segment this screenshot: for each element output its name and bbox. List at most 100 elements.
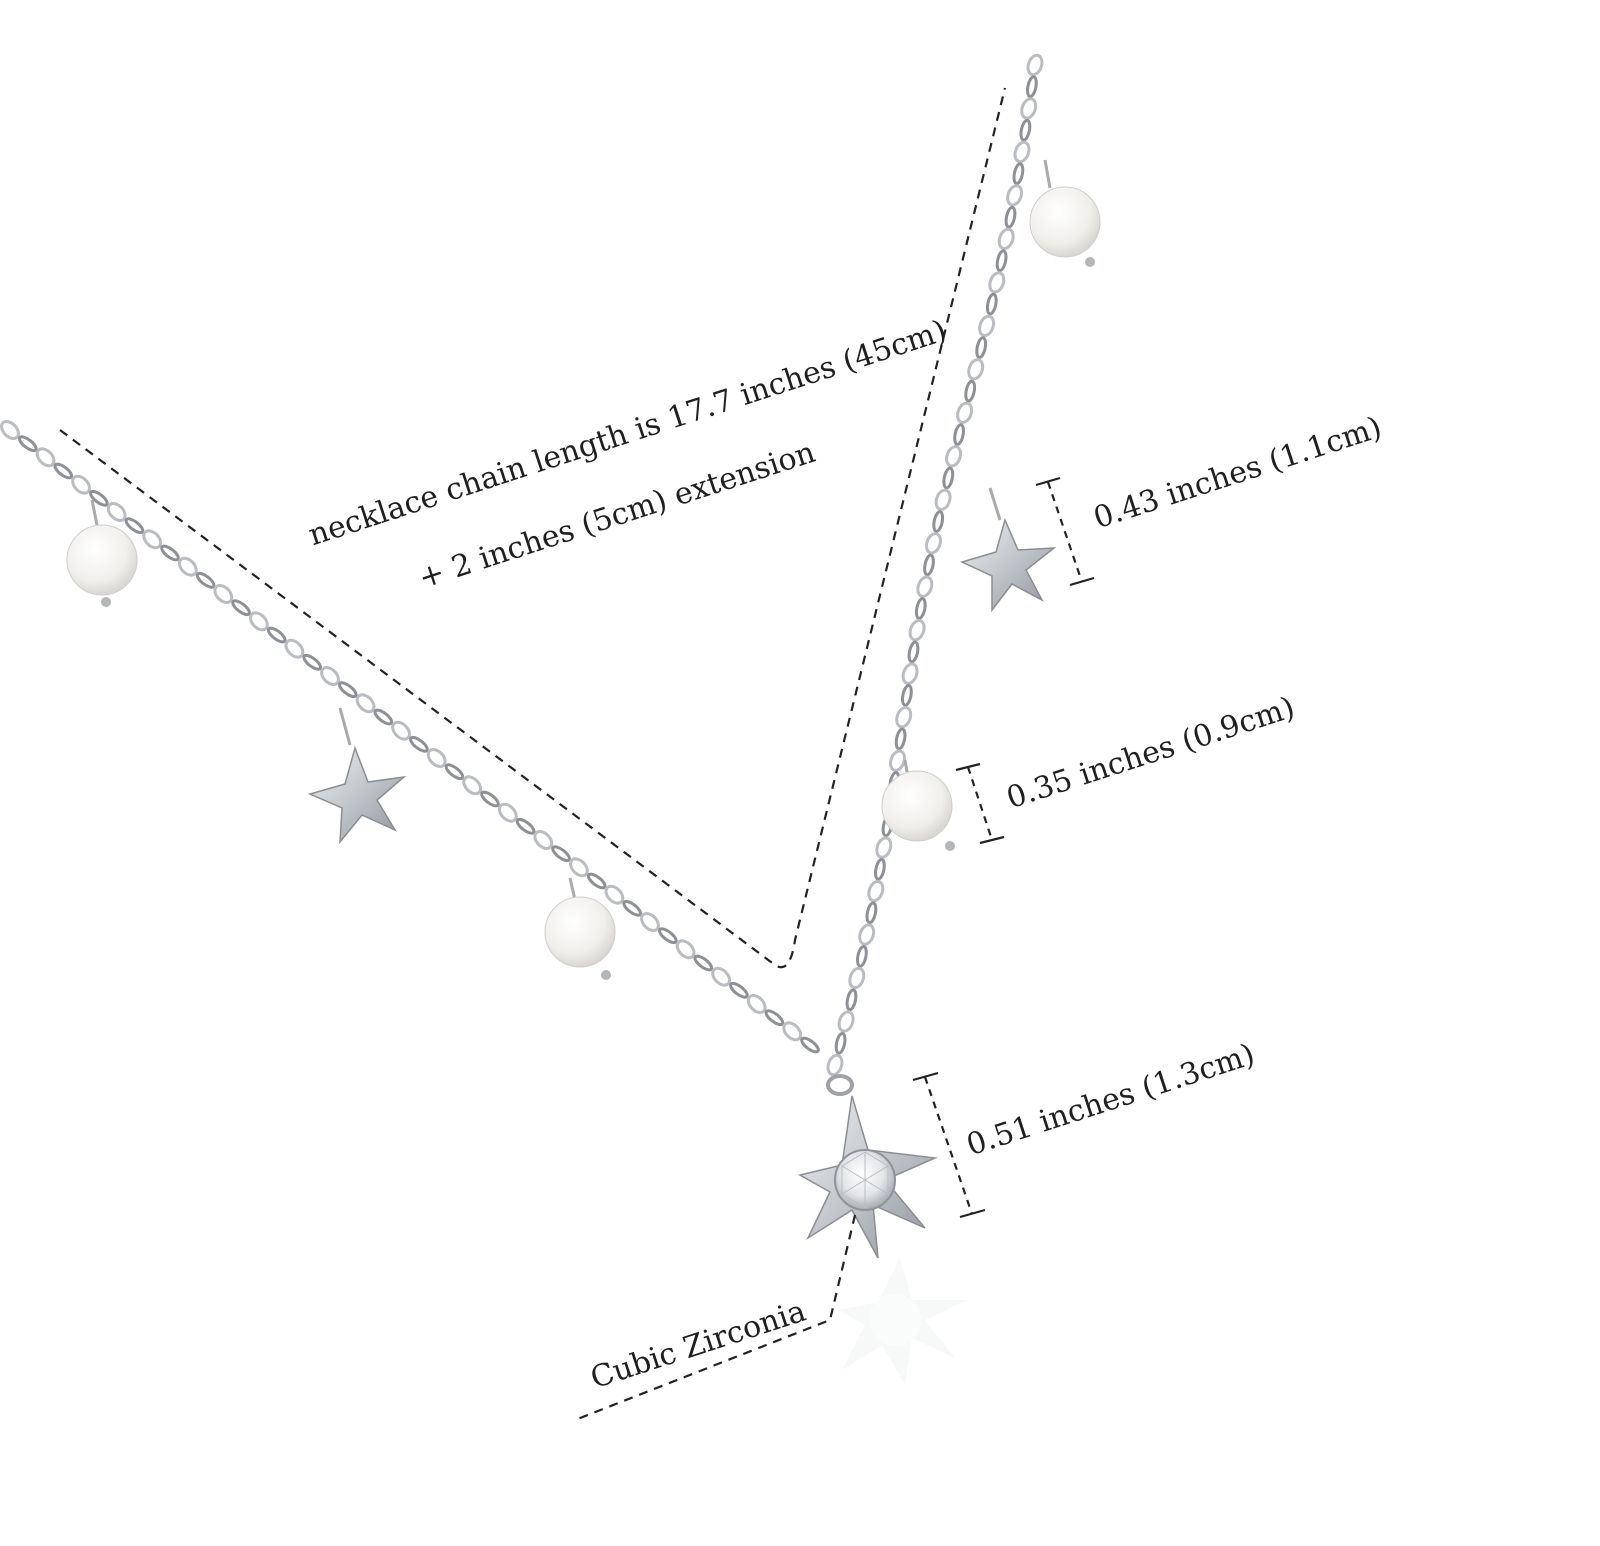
chain-link <box>932 510 945 533</box>
chain-link <box>907 640 920 664</box>
pearl-charm-right-lower <box>881 759 955 851</box>
chain-link <box>284 638 305 659</box>
chain-link <box>889 749 906 772</box>
chain-link <box>1012 162 1025 186</box>
chain-link <box>925 532 942 555</box>
chain-link <box>302 653 322 671</box>
chain-link <box>967 358 985 381</box>
chain-link <box>729 981 749 999</box>
chain-link <box>1020 97 1038 120</box>
chain-link <box>834 1031 847 1055</box>
chain-link <box>426 748 447 768</box>
chain-link <box>213 584 234 604</box>
chain-link <box>845 988 858 1012</box>
chain-link <box>975 336 988 359</box>
chain-link <box>942 466 955 490</box>
chain-link <box>569 857 589 878</box>
chain-link <box>1019 118 1032 142</box>
chain-link <box>901 662 919 685</box>
pendant-size-bracket <box>912 1071 986 1219</box>
chain-link <box>373 708 394 726</box>
chain-link <box>901 684 913 707</box>
chain-link <box>586 872 607 890</box>
chain-link <box>480 790 500 808</box>
chain-link <box>746 994 767 1014</box>
chain-link <box>800 1036 820 1054</box>
chain-link <box>1013 140 1031 164</box>
chain-link <box>865 901 878 925</box>
chain-link <box>711 966 731 987</box>
chain-link <box>35 447 56 468</box>
chain-link <box>0 420 20 440</box>
chain-link <box>895 706 913 729</box>
chain-link <box>923 553 935 577</box>
chain-link <box>89 489 109 507</box>
chain-link <box>249 611 269 632</box>
chain-link <box>782 1021 803 1042</box>
chain-link <box>1004 205 1017 229</box>
chain-link <box>675 939 696 960</box>
chain-link <box>874 857 886 881</box>
chain-link <box>551 845 571 863</box>
chain-link <box>916 575 934 598</box>
pearl-charm-middle <box>544 877 616 980</box>
star-charm-right <box>959 487 1057 613</box>
chain-link <box>995 249 1008 273</box>
chain-link <box>515 817 536 835</box>
chain-link <box>18 435 38 453</box>
chain-link <box>320 666 340 686</box>
chain-link <box>894 727 907 751</box>
chain-link <box>622 899 642 917</box>
chain-link <box>837 1010 855 1033</box>
pearl-size-bracket <box>955 762 1005 845</box>
pearl-charm-left <box>66 499 138 607</box>
chain-link <box>640 912 660 932</box>
necklace-chain <box>0 53 1044 1077</box>
chain-link <box>693 954 714 972</box>
chain-link <box>945 445 963 468</box>
chain-link <box>71 474 91 495</box>
chain-link <box>355 693 376 714</box>
chain-link <box>497 802 518 823</box>
chain-link <box>964 379 977 403</box>
chain-link <box>914 597 927 620</box>
chain-link <box>266 626 287 644</box>
chain-link <box>1026 75 1038 99</box>
cubic-zirconia-leader <box>574 1214 857 1422</box>
chain-link <box>764 1009 785 1027</box>
chain-link <box>1006 184 1024 207</box>
chain-link <box>231 599 251 617</box>
chain-link <box>604 884 625 905</box>
chain-link <box>658 927 678 945</box>
chain-link <box>195 571 216 589</box>
starburst-pendant <box>797 1074 968 1385</box>
chain-length-guide <box>59 87 1007 969</box>
chain-link <box>142 529 163 550</box>
chain-link <box>409 735 429 753</box>
chain-link <box>533 830 554 850</box>
chain-link <box>1026 53 1044 77</box>
chain-link <box>177 556 198 577</box>
chain-link <box>978 314 996 338</box>
chain-link <box>462 775 483 796</box>
chain-link <box>106 502 127 522</box>
chain-link <box>988 271 1006 294</box>
chain-link <box>956 401 974 424</box>
chain-link <box>848 966 866 990</box>
pearl-charm-right-upper <box>1029 159 1101 267</box>
chain-link <box>858 923 876 946</box>
chain-link <box>997 227 1015 251</box>
chain-link <box>953 423 965 446</box>
chain-link <box>856 944 868 968</box>
chain-link <box>160 544 180 562</box>
chain-link <box>391 720 411 741</box>
chain-link <box>985 292 998 316</box>
chain-link <box>934 488 952 511</box>
chain-link <box>875 836 893 859</box>
chain-link <box>53 462 74 480</box>
star-charm-left <box>307 707 407 845</box>
chain-link <box>124 517 145 535</box>
chain-link <box>908 619 926 642</box>
chain-link <box>338 681 358 699</box>
